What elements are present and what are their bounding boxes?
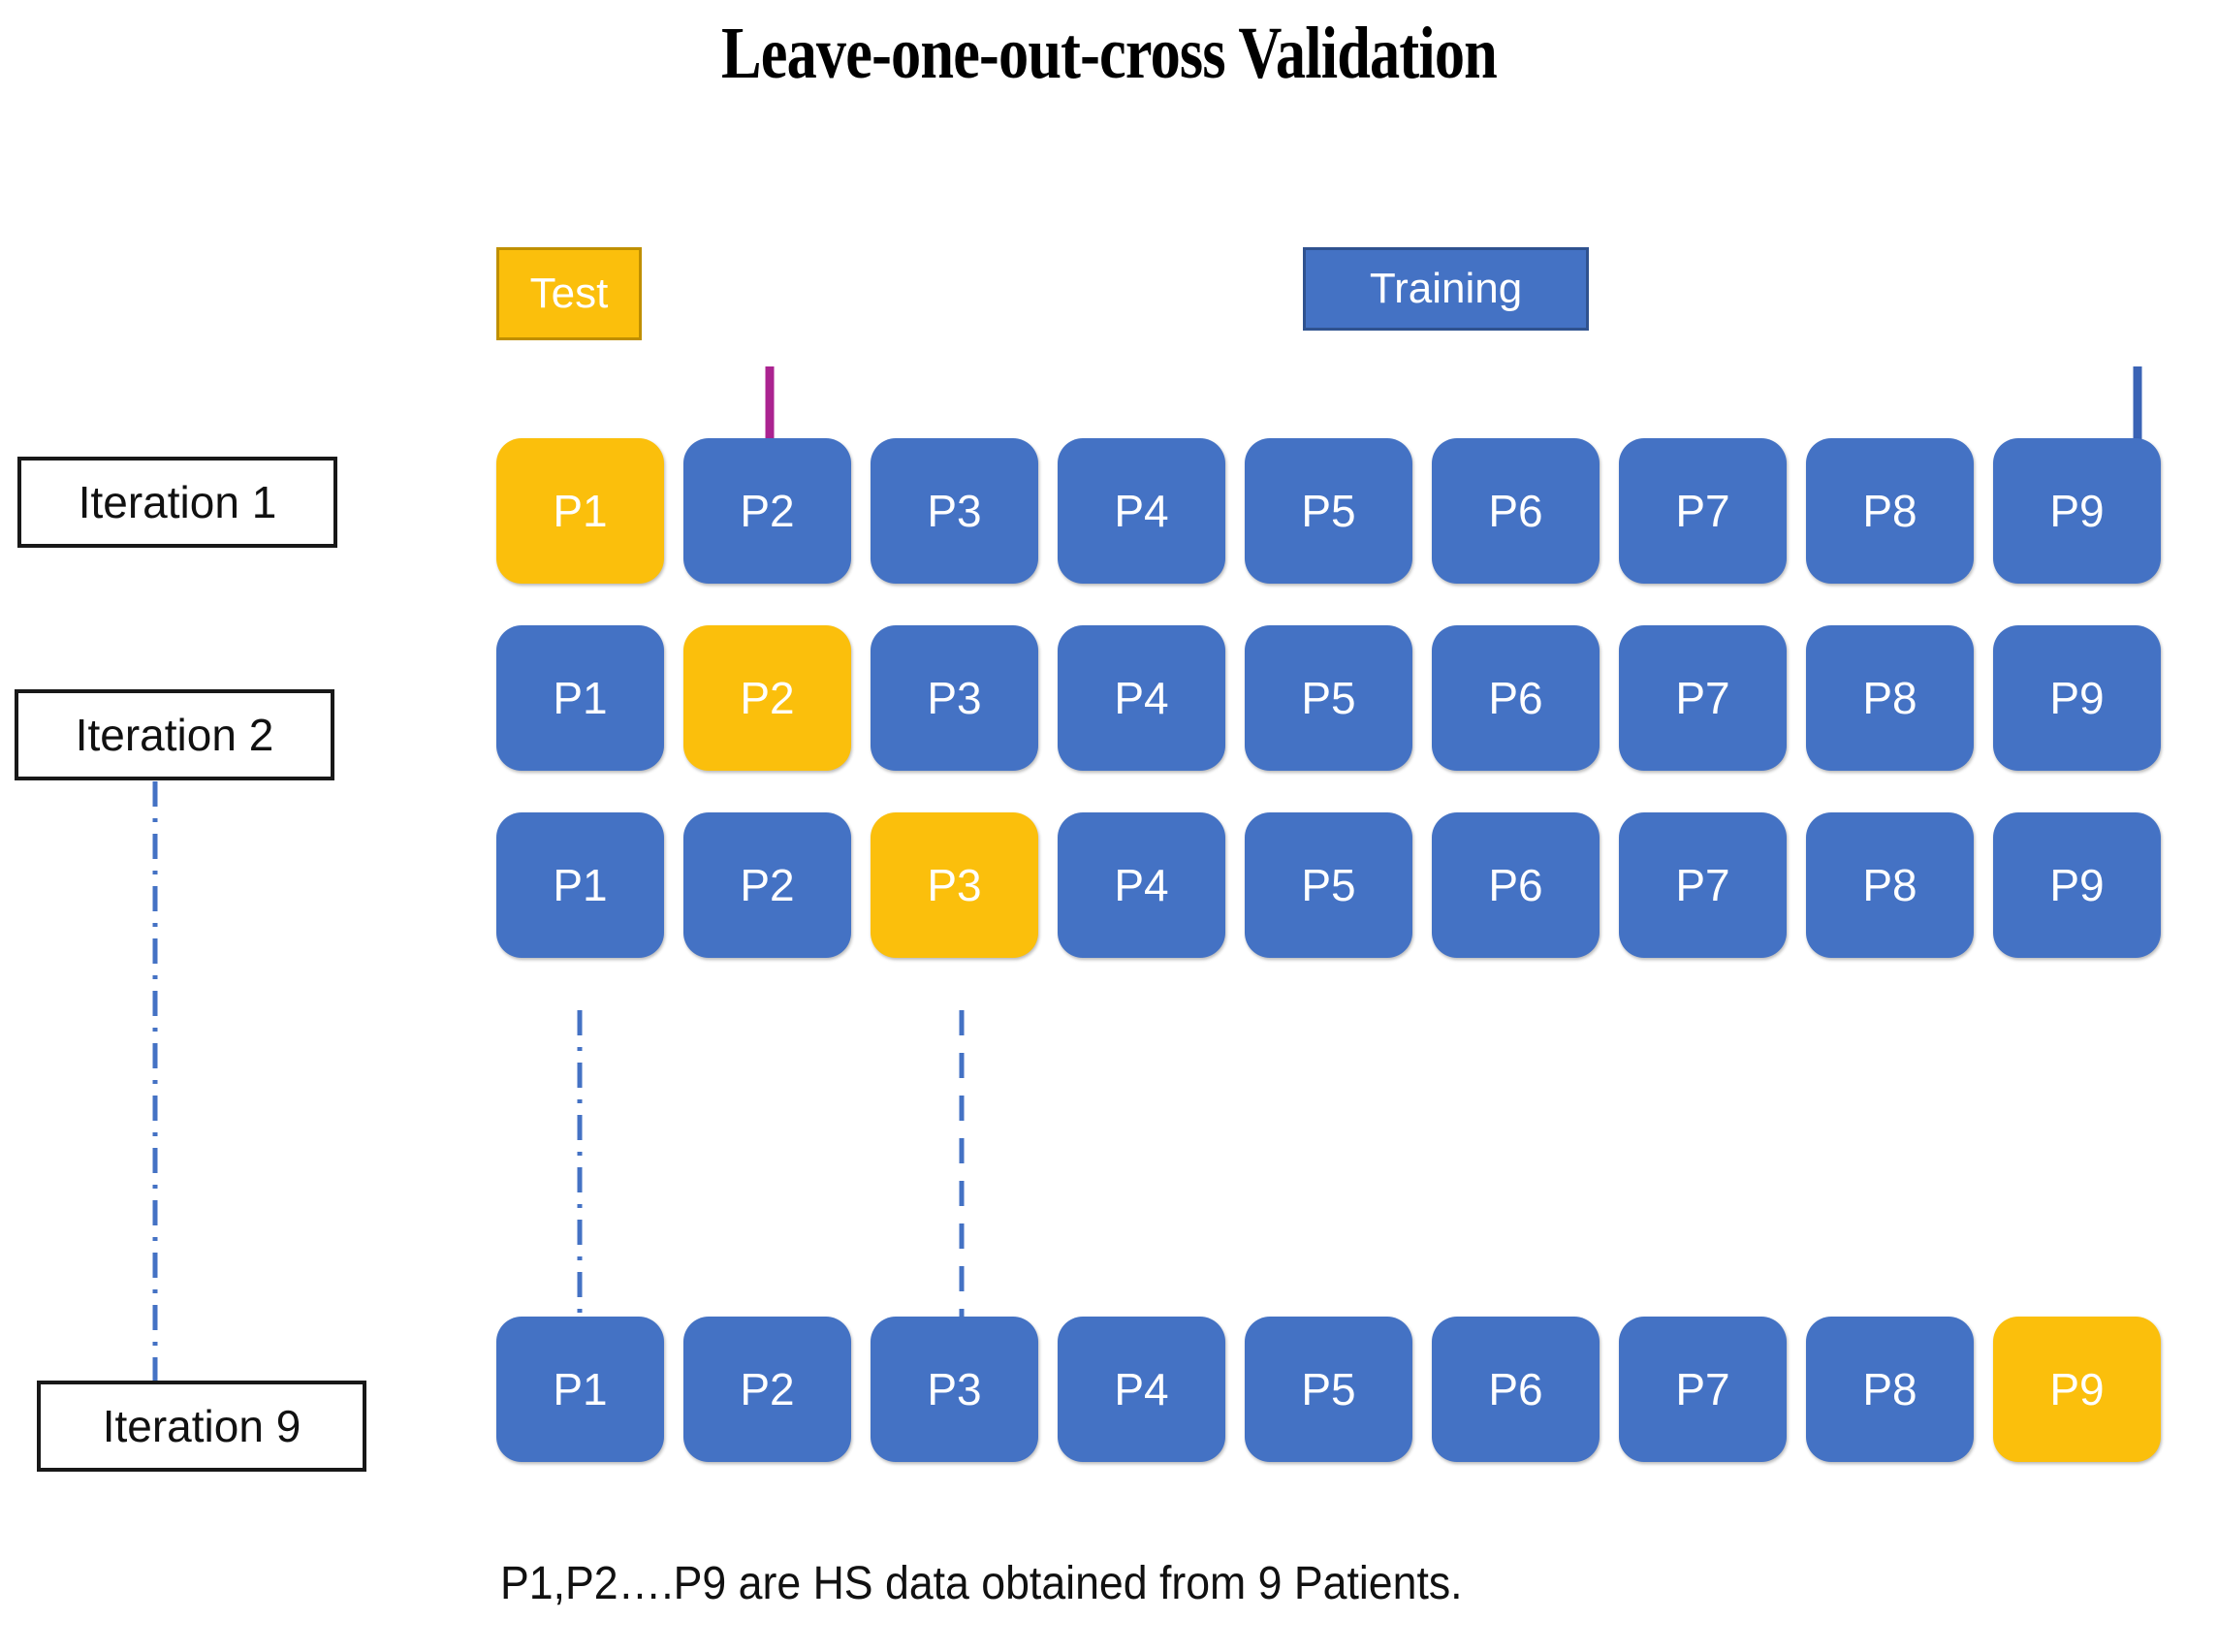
patient-cell-iteration-9-p3-train[interactable]: P3 [871,1317,1038,1462]
patient-cell-label: P9 [2049,673,2105,723]
patient-cell-label: P9 [2049,860,2105,910]
patient-cell-iteration-1-p3-train[interactable]: P3 [871,438,1038,584]
patient-cell-iteration-3-p8-train[interactable]: P8 [1806,812,1974,958]
patient-cell-iteration-3-p6-train[interactable]: P6 [1432,812,1600,958]
fold-row-iteration-9: P1 P2 P3 P4 P5 P6 P7 P8 P9 [496,1317,2161,1462]
patient-cell-iteration-2-p2-test[interactable]: P2 [683,625,851,771]
fold-row-iteration-2: P1 P2 P3 P4 P5 P6 P7 P8 P9 [496,625,2161,771]
patient-cell-label: P7 [1675,673,1730,723]
patient-cell-label: P6 [1488,673,1543,723]
patient-cell-label: P1 [553,1364,608,1414]
patient-cell-iteration-1-p1-test[interactable]: P1 [496,438,664,584]
patient-cell-iteration-1-p5-train[interactable]: P5 [1245,438,1412,584]
patient-cell-iteration-9-p1-train[interactable]: P1 [496,1317,664,1462]
fold-row-iteration-1: P1 P2 P3 P4 P5 P6 P7 P8 P9 [496,438,2161,584]
iteration-label-1-text: Iteration 1 [78,477,277,527]
patient-cell-label: P2 [740,486,795,536]
patient-cell-iteration-9-p2-train[interactable]: P2 [683,1317,851,1462]
patient-cell-iteration-3-p1-train[interactable]: P1 [496,812,664,958]
patient-cell-iteration-1-p6-train[interactable]: P6 [1432,438,1600,584]
patient-cell-iteration-1-p4-train[interactable]: P4 [1058,438,1225,584]
patient-cell-iteration-9-p6-train[interactable]: P6 [1432,1317,1600,1462]
patient-cell-label: P4 [1114,860,1169,910]
patient-cell-iteration-9-p5-train[interactable]: P5 [1245,1317,1412,1462]
patient-cell-label: P3 [927,860,982,910]
patient-cell-label: P3 [927,1364,982,1414]
patient-cell-iteration-3-p9-train[interactable]: P9 [1993,812,2161,958]
patient-cell-label: P6 [1488,486,1543,536]
patient-cell-label: P8 [1862,860,1917,910]
patient-cell-iteration-2-p9-train[interactable]: P9 [1993,625,2161,771]
patient-cell-label: P7 [1675,860,1730,910]
patient-cell-iteration-2-p5-train[interactable]: P5 [1245,625,1412,771]
legend-training-chip: Training [1303,247,1589,331]
iteration-label-2-text: Iteration 2 [75,710,274,760]
patient-cell-iteration-1-p8-train[interactable]: P8 [1806,438,1974,584]
patient-cell-label: P4 [1114,673,1169,723]
patient-cell-label: P3 [927,486,982,536]
iteration-label-1: Iteration 1 [17,457,337,548]
patient-cell-iteration-1-p9-train[interactable]: P9 [1993,438,2161,584]
patient-cell-iteration-2-p8-train[interactable]: P8 [1806,625,1974,771]
page-title: Leave-one-out-cross Validation [720,13,1498,94]
legend-test-chip: Test [496,247,642,340]
patient-cell-label: P2 [740,860,795,910]
figure-caption: P1,P2….P9 are HS data obtained from 9 Pa… [500,1558,1463,1609]
patient-cell-label: P7 [1675,1364,1730,1414]
patient-cell-label: P2 [740,673,795,723]
patient-cell-label: P3 [927,673,982,723]
legend-training-label: Training [1369,265,1523,312]
patient-cell-iteration-2-p4-train[interactable]: P4 [1058,625,1225,771]
patient-cell-label: P9 [2049,486,2105,536]
patient-cell-iteration-3-p7-train[interactable]: P7 [1619,812,1787,958]
patient-cell-label: P5 [1301,673,1356,723]
patient-cell-label: P1 [553,673,608,723]
patient-cell-label: P6 [1488,860,1543,910]
patient-cell-iteration-3-p2-train[interactable]: P2 [683,812,851,958]
patient-cell-label: P2 [740,1364,795,1414]
patient-cell-label: P9 [2049,1364,2105,1414]
patient-cell-iteration-9-p4-train[interactable]: P4 [1058,1317,1225,1462]
patient-cell-iteration-2-p7-train[interactable]: P7 [1619,625,1787,771]
patient-cell-label: P5 [1301,860,1356,910]
patient-cell-label: P8 [1862,486,1917,536]
patient-cell-label: P8 [1862,1364,1917,1414]
patient-cell-label: P5 [1301,1364,1356,1414]
patient-cell-iteration-2-p3-train[interactable]: P3 [871,625,1038,771]
patient-cell-label: P6 [1488,1364,1543,1414]
iteration-label-2: Iteration 2 [15,689,334,780]
patient-cell-iteration-1-p2-train[interactable]: P2 [683,438,851,584]
patient-cell-label: P1 [553,486,608,536]
patient-cell-label: P7 [1675,486,1730,536]
legend-test-label: Test [529,270,609,317]
patient-cell-iteration-3-p5-train[interactable]: P5 [1245,812,1412,958]
fold-row-iteration-3: P1 P2 P3 P4 P5 P6 P7 P8 P9 [496,812,2161,958]
patient-cell-label: P4 [1114,1364,1169,1414]
patient-cell-iteration-3-p3-test[interactable]: P3 [871,812,1038,958]
patient-cell-iteration-9-p8-train[interactable]: P8 [1806,1317,1974,1462]
patient-cell-label: P5 [1301,486,1356,536]
iteration-label-9: Iteration 9 [37,1381,366,1472]
patient-cell-iteration-2-p6-train[interactable]: P6 [1432,625,1600,771]
iteration-label-9-text: Iteration 9 [102,1401,301,1451]
patient-cell-iteration-9-p7-train[interactable]: P7 [1619,1317,1787,1462]
patient-cell-label: P4 [1114,486,1169,536]
patient-cell-iteration-2-p1-train[interactable]: P1 [496,625,664,771]
patient-cell-label: P1 [553,860,608,910]
patient-cell-iteration-9-p9-test[interactable]: P9 [1993,1317,2161,1462]
patient-cell-iteration-3-p4-train[interactable]: P4 [1058,812,1225,958]
patient-cell-label: P8 [1862,673,1917,723]
patient-cell-iteration-1-p7-train[interactable]: P7 [1619,438,1787,584]
